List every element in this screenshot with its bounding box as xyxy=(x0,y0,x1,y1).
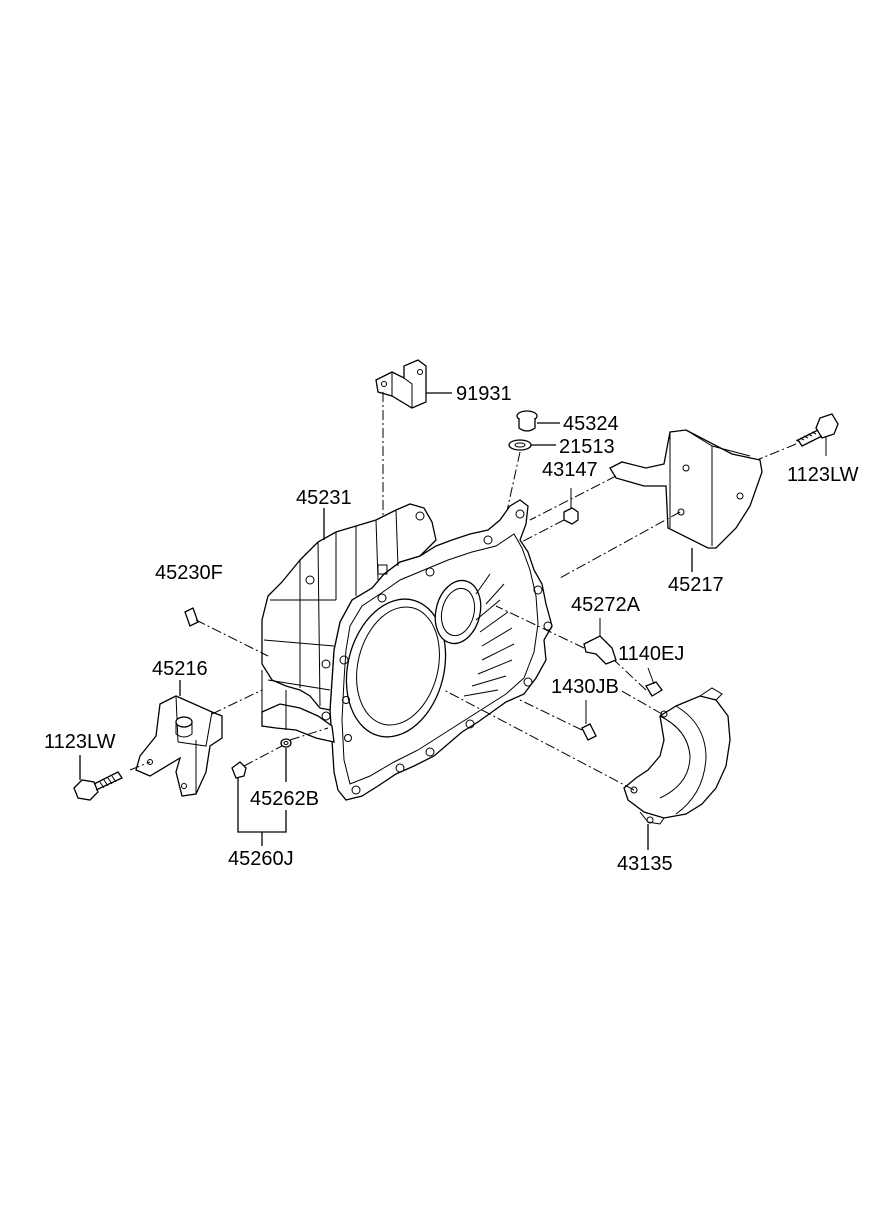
label-45230f: 45230F xyxy=(155,562,223,584)
bolt-1123lw-right-drawing xyxy=(795,413,839,456)
label-45216: 45216 xyxy=(152,658,208,680)
bracket-45217-drawing xyxy=(609,429,763,549)
bracket-45216-drawing xyxy=(135,695,223,797)
bolt-1123lw-left-drawing xyxy=(73,771,123,801)
bracket-91931-drawing xyxy=(375,359,427,409)
breather-45260j-drawing xyxy=(231,761,247,784)
plug-45324-drawing xyxy=(516,410,538,432)
pin-45230f-drawing xyxy=(184,607,199,627)
label-91931: 91931 xyxy=(456,383,512,405)
label-1430jb: 1430JB xyxy=(551,676,619,698)
label-45231: 45231 xyxy=(296,487,352,509)
label-43135: 43135 xyxy=(617,853,673,875)
pin-1430jb-drawing xyxy=(581,700,597,741)
clip-45272a-drawing xyxy=(583,618,617,665)
bolt-1140ej-drawing xyxy=(645,667,663,697)
transaxle-case-45231-drawing xyxy=(261,499,553,801)
label-1123lw-right: 1123LW xyxy=(787,464,859,486)
label-45262b: 45262B xyxy=(250,788,319,810)
label-1140ej: 1140EJ xyxy=(618,643,685,665)
breather-45262b-drawing xyxy=(280,738,292,748)
label-45272a: 45272A xyxy=(571,594,640,616)
label-21513: 21513 xyxy=(559,436,615,458)
cover-43135-drawing xyxy=(623,687,731,825)
label-45217: 45217 xyxy=(668,574,724,596)
label-43147: 43147 xyxy=(542,459,598,481)
label-45324: 45324 xyxy=(563,413,619,435)
washer-21513-drawing xyxy=(508,439,532,451)
label-1123lw-left: 1123LW xyxy=(44,731,116,753)
nut-43147-drawing xyxy=(563,488,579,525)
label-45260j: 45260J xyxy=(228,848,294,870)
